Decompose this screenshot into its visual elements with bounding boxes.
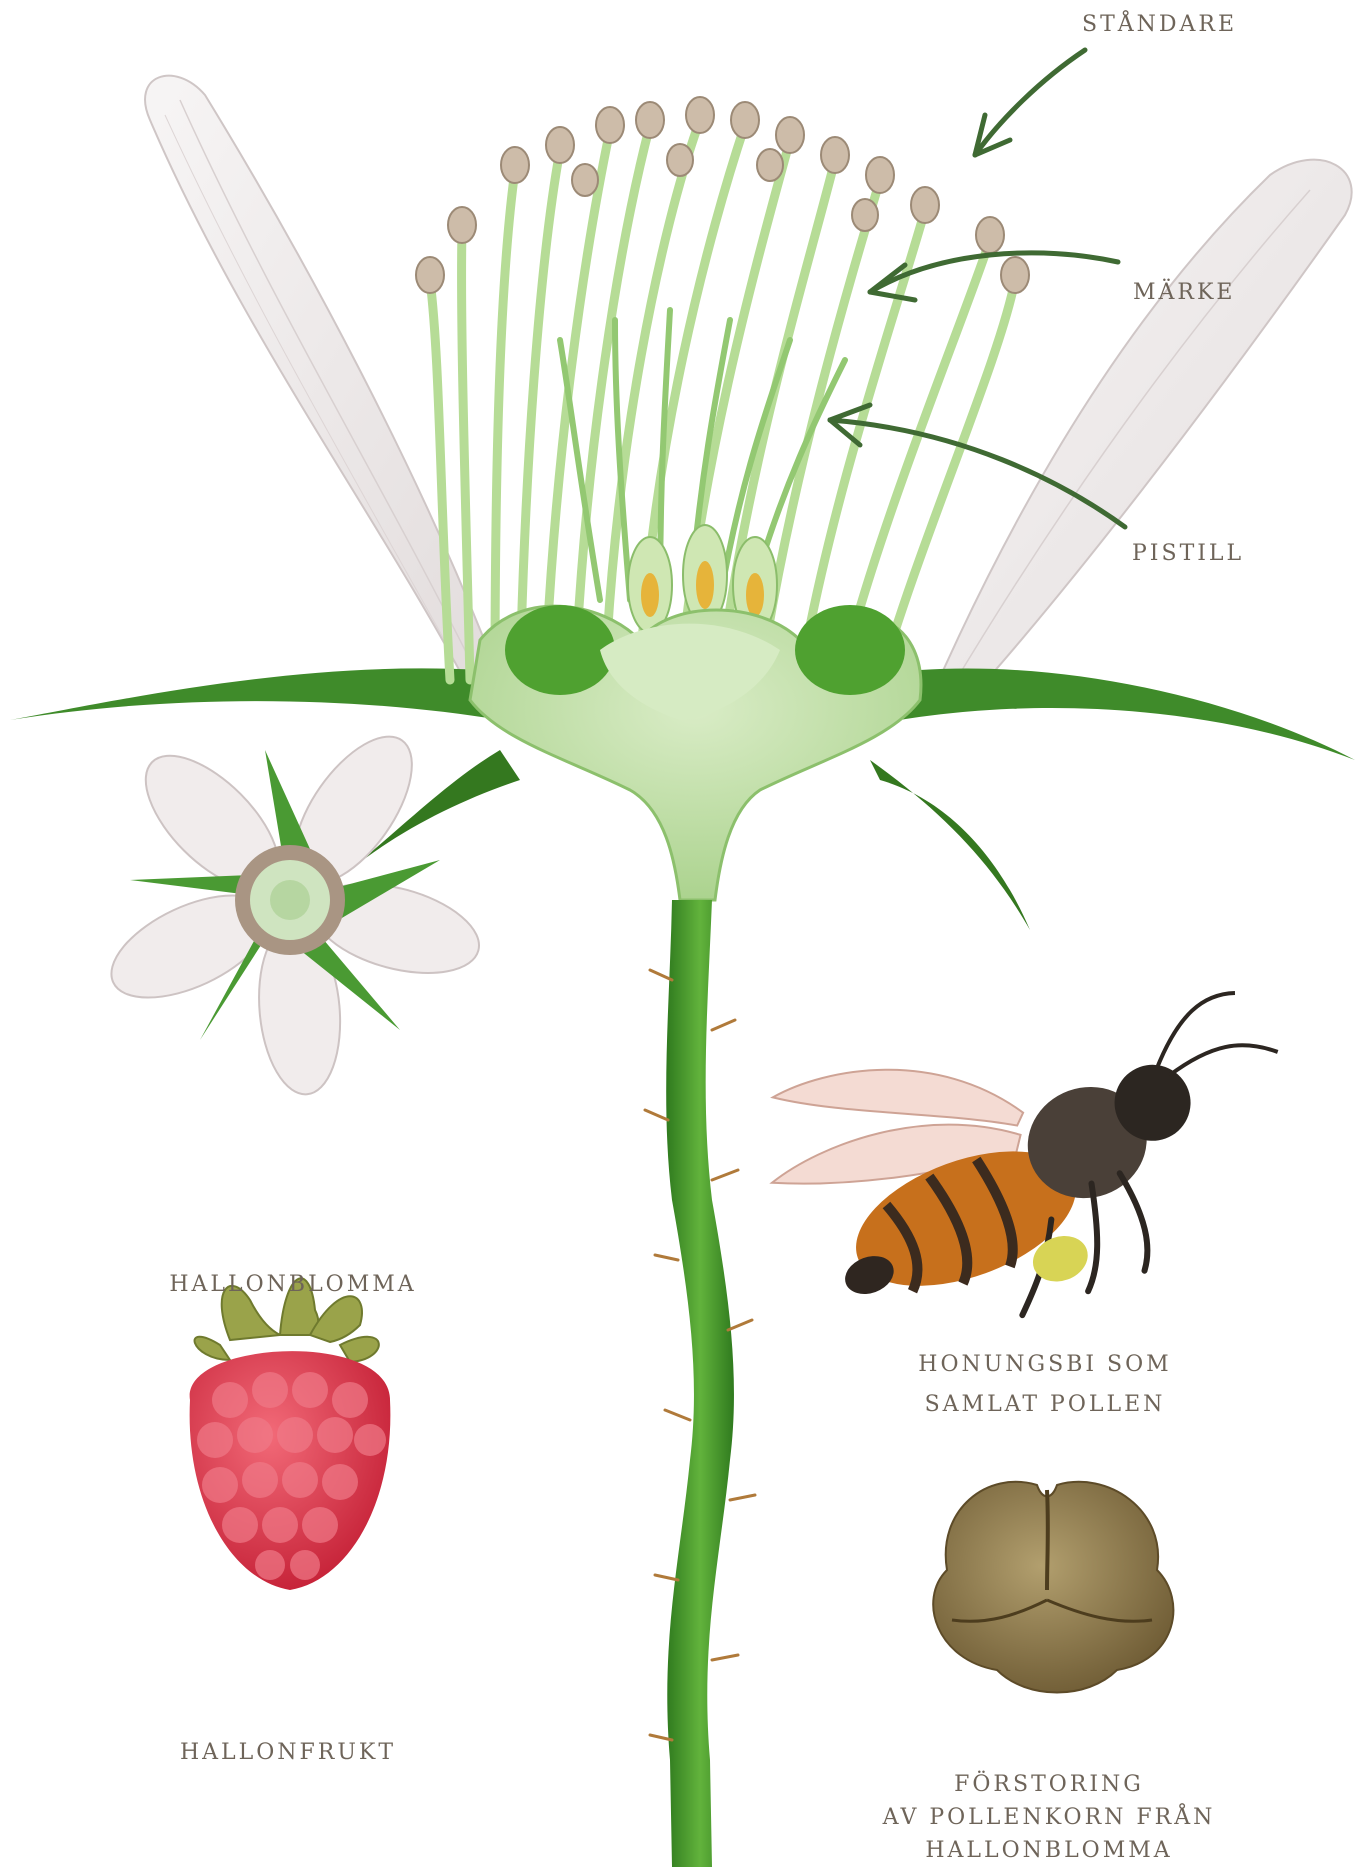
small-flower-illustration bbox=[96, 717, 488, 1097]
pollen-grain-illustration bbox=[933, 1482, 1173, 1693]
label-honungsbi-line1: HONUNGSBI SOM bbox=[918, 1345, 1171, 1385]
label-marke: MÄRKE bbox=[1133, 280, 1235, 305]
label-hallonfrukt: HALLONFRUKT bbox=[180, 1733, 396, 1773]
honeybee-illustration bbox=[744, 928, 1333, 1381]
label-pistill: PISTILL bbox=[1132, 541, 1244, 566]
label-standare: STÅNDARE bbox=[1082, 12, 1237, 37]
arrow-standare bbox=[975, 50, 1085, 155]
stem bbox=[645, 900, 755, 1867]
label-pollen-line3: HALLONBLOMMA bbox=[925, 1831, 1172, 1871]
raspberry-fruit-illustration bbox=[190, 1278, 391, 1590]
label-hallonblomma: HALLONBLOMMA bbox=[169, 1265, 416, 1305]
sepal-right bbox=[870, 668, 1355, 930]
receptacle bbox=[470, 605, 921, 900]
label-honungsbi-line2: SAMLAT POLLEN bbox=[925, 1385, 1166, 1425]
